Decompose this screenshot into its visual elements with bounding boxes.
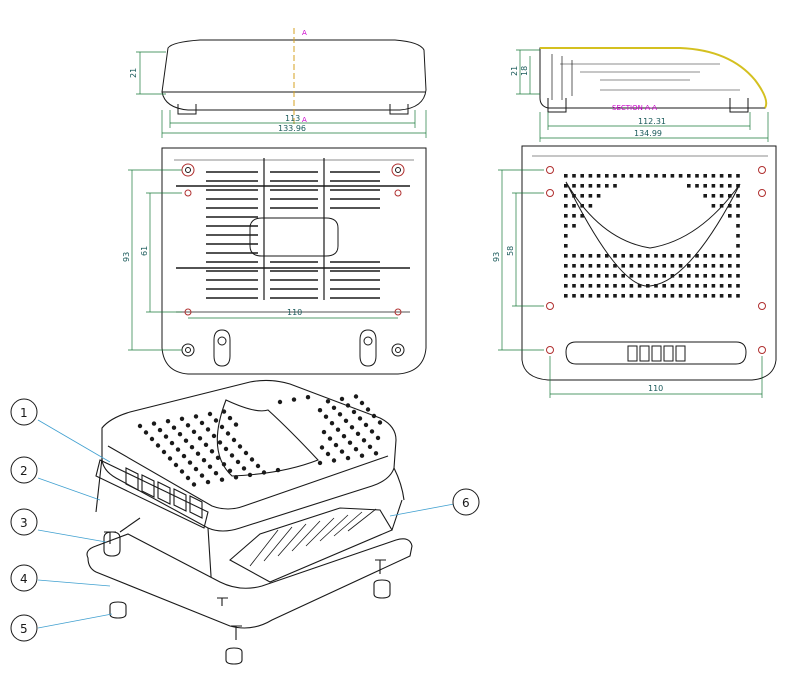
cover-outline	[521, 145, 777, 381]
callout-4: 4	[10, 564, 111, 592]
callout-3: 3	[10, 508, 107, 543]
dim-section-height-outer: 21	[510, 66, 519, 76]
section-internal-lines	[560, 63, 740, 91]
dim-cover-height-outer: 93	[492, 252, 501, 262]
cover-recess-curve	[565, 181, 741, 287]
cover-screw-low-right	[758, 302, 766, 310]
base-boss-top-right	[391, 163, 405, 177]
top-dimensions	[136, 51, 427, 138]
callout-2: 2	[10, 456, 101, 501]
iso-screw-right	[375, 559, 386, 574]
enclosure-outline	[161, 39, 427, 111]
section-ribs	[551, 54, 573, 100]
iso-front-panel	[95, 459, 209, 529]
iso-base	[86, 533, 413, 629]
cover-screw-bottom-left	[546, 346, 554, 354]
cover-screw-low-left	[546, 302, 554, 310]
section-mark-top: A	[302, 29, 307, 37]
iso-grille-lines	[249, 508, 377, 567]
svg-text:1: 1	[20, 406, 28, 420]
iso-cover-right-edge	[393, 467, 405, 501]
cover-screw-mid-right	[758, 189, 766, 197]
cover-screw-top-left	[546, 166, 554, 174]
callout-5: 5	[10, 613, 113, 642]
section-mark-bottom: A	[302, 116, 307, 124]
front-elevation-view	[136, 28, 427, 138]
cover-screw-top-right	[758, 166, 766, 174]
dim-front-outer-width: 133.96	[278, 124, 306, 133]
base-screw-bottom-left	[184, 308, 192, 316]
iso-standoff	[103, 531, 121, 557]
cover-vent-holes	[564, 174, 740, 298]
exploded-isometric-view	[86, 379, 413, 665]
cover-dimensions	[498, 169, 763, 398]
cover-screw-mid-left	[546, 189, 554, 197]
iso-screw-front	[217, 597, 228, 606]
section-cut-shell	[540, 47, 768, 109]
iso-keys	[125, 467, 203, 519]
keyhole-mount-right	[359, 329, 377, 367]
section-dimensions	[516, 49, 769, 142]
base-plan-view	[128, 147, 427, 375]
dim-base-height-inner: 61	[140, 246, 149, 256]
base-foot-left	[181, 343, 195, 357]
cover-plan-view	[498, 145, 777, 398]
section-foot-right	[729, 98, 749, 113]
base-screw-right	[394, 189, 402, 197]
base-dimensions	[128, 169, 398, 351]
base-boss-top-left	[181, 163, 195, 177]
front-foot-left	[177, 104, 197, 115]
iso-cover-recess	[216, 399, 319, 477]
base-center-cutout	[249, 217, 339, 257]
iso-foot-bottom	[225, 647, 243, 665]
iso-cover-left-edge	[95, 457, 103, 513]
dim-section-inner-width: 112.31	[638, 117, 666, 126]
iso-cover-edge	[107, 445, 389, 510]
front-foot-right	[389, 104, 409, 115]
dim-front-inner-width: 113	[285, 114, 300, 123]
base-foot-right	[391, 343, 405, 357]
iso-vent-holes	[137, 394, 383, 487]
dim-base-width: 110	[287, 308, 302, 317]
dim-section-outer-width: 134.99	[634, 129, 662, 138]
callouts: 1 2 3 4 5 6	[10, 398, 480, 642]
svg-text:5: 5	[20, 622, 28, 636]
section-view	[516, 47, 769, 142]
callout-6: 6	[389, 488, 480, 517]
section-outline	[539, 47, 767, 109]
iso-base-grille	[229, 507, 393, 583]
dim-cover-width: 110	[648, 384, 663, 393]
base-screw-left	[184, 189, 192, 197]
base-outline	[161, 147, 427, 375]
dim-base-height-outer: 93	[122, 252, 131, 262]
iso-screw-bottom	[231, 625, 242, 640]
dim-front-height: 21	[129, 68, 138, 78]
svg-text:4: 4	[20, 572, 28, 586]
dim-cover-height-inner: 58	[506, 246, 515, 256]
iso-foot-right	[373, 579, 391, 599]
section-foot-left	[547, 98, 567, 113]
cover-keys	[627, 345, 686, 362]
base-vent-slots	[206, 171, 380, 299]
cover-button-panel	[565, 341, 747, 365]
dim-section-height-inner: 18	[520, 66, 529, 76]
keyhole-mount-left	[213, 329, 231, 367]
svg-text:6: 6	[462, 496, 470, 510]
svg-text:2: 2	[20, 464, 28, 478]
iso-foot-left	[109, 601, 127, 619]
callout-1: 1	[10, 398, 111, 463]
section-caption: SECTION A-A	[612, 104, 657, 112]
cover-screw-bottom-right	[758, 346, 766, 354]
base-screw-bottom-right	[394, 308, 402, 316]
svg-text:3: 3	[20, 516, 28, 530]
